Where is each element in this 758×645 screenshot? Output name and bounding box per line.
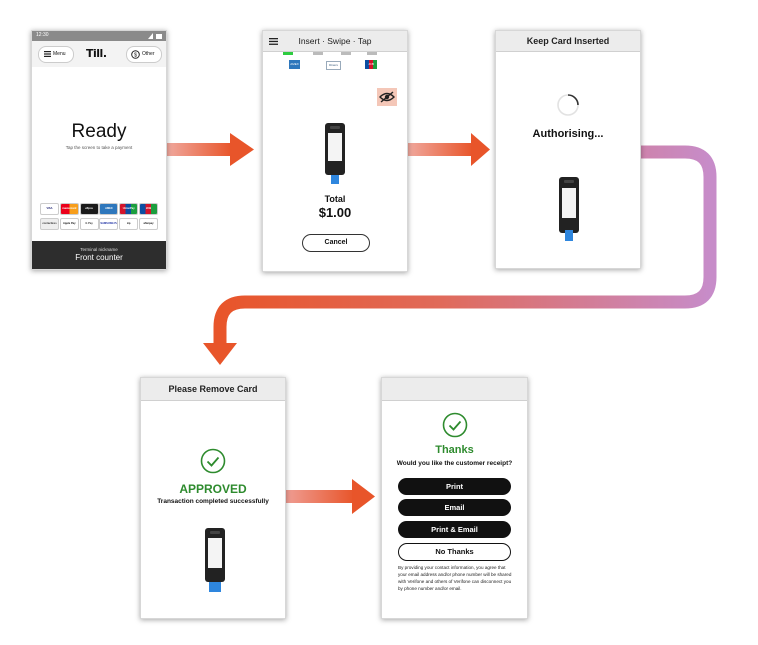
brand-diners: Diners — [326, 61, 341, 70]
screen-please-remove-card: Please Remove Card APPROVED Transaction … — [140, 377, 286, 619]
payment-mark-visa: VISA — [40, 203, 59, 215]
payment-mark-g-pay: G Pay — [79, 218, 99, 230]
screen-title: Insert · Swipe · Tap — [298, 36, 372, 46]
payment-mark-jcb: JCB — [138, 203, 158, 215]
status-time: 12:30 — [36, 32, 49, 38]
dollar-circle-icon: $ — [131, 50, 140, 59]
payment-mark-zip: zip — [119, 218, 139, 230]
ready-title: Ready — [71, 121, 127, 142]
signal-icon — [148, 33, 162, 39]
terminal-nickname-label: Terminal nickname — [80, 247, 118, 252]
screen-keep-card-inserted: Keep Card Inserted Authorising... — [495, 30, 641, 269]
arrow-3-curved — [203, 145, 717, 365]
payment-mark-amex: AMEX — [99, 203, 119, 215]
menu-button[interactable]: Menu — [38, 46, 74, 63]
hamburger-icon[interactable] — [269, 38, 278, 45]
other-button[interactable]: $ Other — [126, 46, 162, 63]
loading-spinner-icon — [556, 93, 580, 117]
payment-mark-eftpos: eftpos — [79, 203, 99, 215]
status-bar: 12:30 — [32, 31, 166, 41]
ready-subtitle: Tap the screen to take a payment — [65, 145, 133, 150]
card-terminal-icon — [204, 528, 226, 592]
thanks-title: Thanks — [435, 444, 474, 456]
total-label: Total — [324, 194, 346, 204]
menu-label: Menu — [53, 51, 66, 57]
payment-mark-contactless: contactless — [40, 218, 59, 230]
indicator-4 — [367, 52, 377, 55]
arrow-2 — [407, 133, 490, 166]
eye-slash-icon — [379, 91, 395, 103]
authorising-status: Authorising... — [532, 128, 604, 140]
payment-mark-samsung-pay: SAMSUNG Pay — [99, 218, 119, 230]
payment-mark-afterpay: afterpay — [138, 218, 158, 230]
progress-indicators — [283, 52, 377, 55]
indicator-2 — [313, 52, 323, 55]
card-terminal-icon — [324, 123, 346, 185]
approved-label: APPROVED — [179, 482, 247, 496]
header-bar: Please Remove Card — [141, 378, 285, 401]
terminal-footer: Terminal nickname Front counter — [32, 241, 166, 269]
terminal-nickname: Front counter — [75, 253, 123, 262]
check-circle-icon — [442, 412, 468, 438]
hamburger-icon — [44, 51, 51, 57]
indicator-3 — [341, 52, 351, 55]
screen-insert-swipe-tap: Insert · Swipe · Tap AMEX Diners JCB Tot… — [262, 30, 408, 272]
receipt-question: Would you like the customer receipt? — [396, 460, 513, 467]
arrow-4 — [286, 479, 375, 514]
check-circle-icon — [200, 448, 226, 474]
screen-ready: 12:30 Menu Till. $ Other Ready Tap the s… — [31, 30, 167, 270]
top-bar: Menu Till. $ Other — [32, 41, 166, 67]
cancel-button[interactable]: Cancel — [302, 234, 370, 252]
card-terminal-icon — [558, 177, 580, 243]
print-email-button[interactable]: Print & Email — [398, 521, 511, 538]
payment-mark-mastercard: mastercard — [59, 203, 79, 215]
transaction-message: Transaction completed successfully — [157, 498, 269, 505]
other-label: Other — [142, 51, 155, 57]
print-button[interactable]: Print — [398, 478, 511, 495]
header-bar — [382, 378, 527, 401]
total-amount: $1.00 — [318, 205, 352, 220]
payment-mark-unionpay: UnionPay — [119, 203, 139, 215]
payment-mark-apple-pay: Apple Pay — [59, 218, 79, 230]
email-button[interactable]: Email — [398, 499, 511, 516]
privacy-toggle[interactable] — [377, 88, 397, 106]
svg-text:$: $ — [134, 53, 137, 59]
header-bar: Insert · Swipe · Tap — [263, 31, 407, 52]
brand-amex: AMEX — [289, 60, 300, 69]
no-thanks-button[interactable]: No Thanks — [398, 543, 511, 561]
arrow-1 — [166, 133, 254, 166]
till-logo: Till. — [86, 47, 107, 60]
header-bar: Keep Card Inserted — [496, 31, 640, 52]
brand-jcb: JCB — [365, 60, 377, 69]
indicator-1 — [283, 52, 293, 55]
privacy-disclaimer: By providing your contact information, y… — [398, 565, 512, 591]
screen-receipt-options: Thanks Would you like the customer recei… — [381, 377, 528, 619]
